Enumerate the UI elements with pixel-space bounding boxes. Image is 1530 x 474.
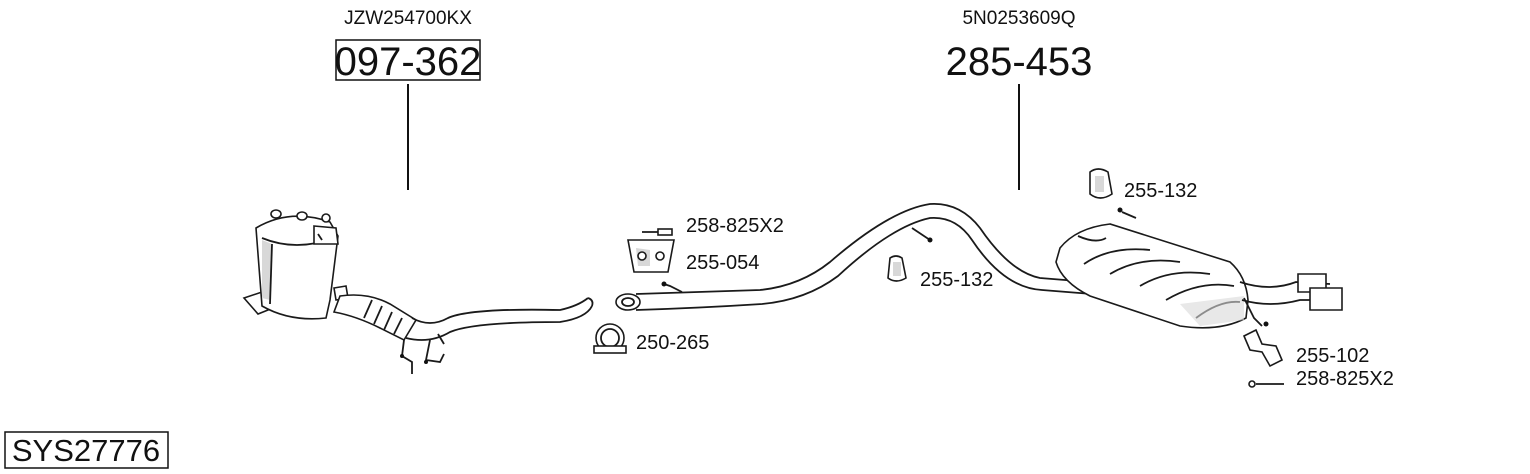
part-label-clamp[interactable]: 250-265 [636, 332, 709, 354]
clamp-drawing [593, 323, 627, 354]
bolt-front-drawing [642, 228, 673, 236]
part-label-rubber-mount-mid[interactable]: 255-132 [920, 269, 993, 291]
part-number-dpf[interactable]: 097-362 [335, 40, 482, 84]
hanger-front-drawing [627, 239, 675, 273]
part-label-bolt-front[interactable]: 258-825X2 [686, 215, 784, 237]
system-code: SYS27776 [12, 433, 160, 468]
oem-number-dpf: JZW254700KX [344, 8, 472, 29]
system-code-box [4, 431, 169, 469]
oem-number-rear: 5N0253609Q [962, 8, 1075, 29]
part-label-bracket-rear[interactable]: 255-102 [1296, 345, 1369, 367]
part-label-hanger-front[interactable]: 255-054 [686, 252, 759, 274]
part-number-box-dpf [335, 39, 481, 81]
rubber-mount-rear-drawing [1089, 168, 1113, 199]
bracket-rear-drawing [1242, 328, 1284, 368]
part-number-rear[interactable]: 285-453 [946, 40, 1093, 84]
dpf-catalyst-drawing [242, 209, 594, 374]
rubber-mount-mid-drawing [887, 255, 907, 282]
part-label-rubber-mount-rear[interactable]: 255-132 [1124, 180, 1197, 202]
bolt-rear-drawing [1248, 380, 1284, 388]
rear-section-drawing [615, 203, 1343, 329]
part-label-bolt-rear[interactable]: 258-825X2 [1296, 368, 1394, 390]
